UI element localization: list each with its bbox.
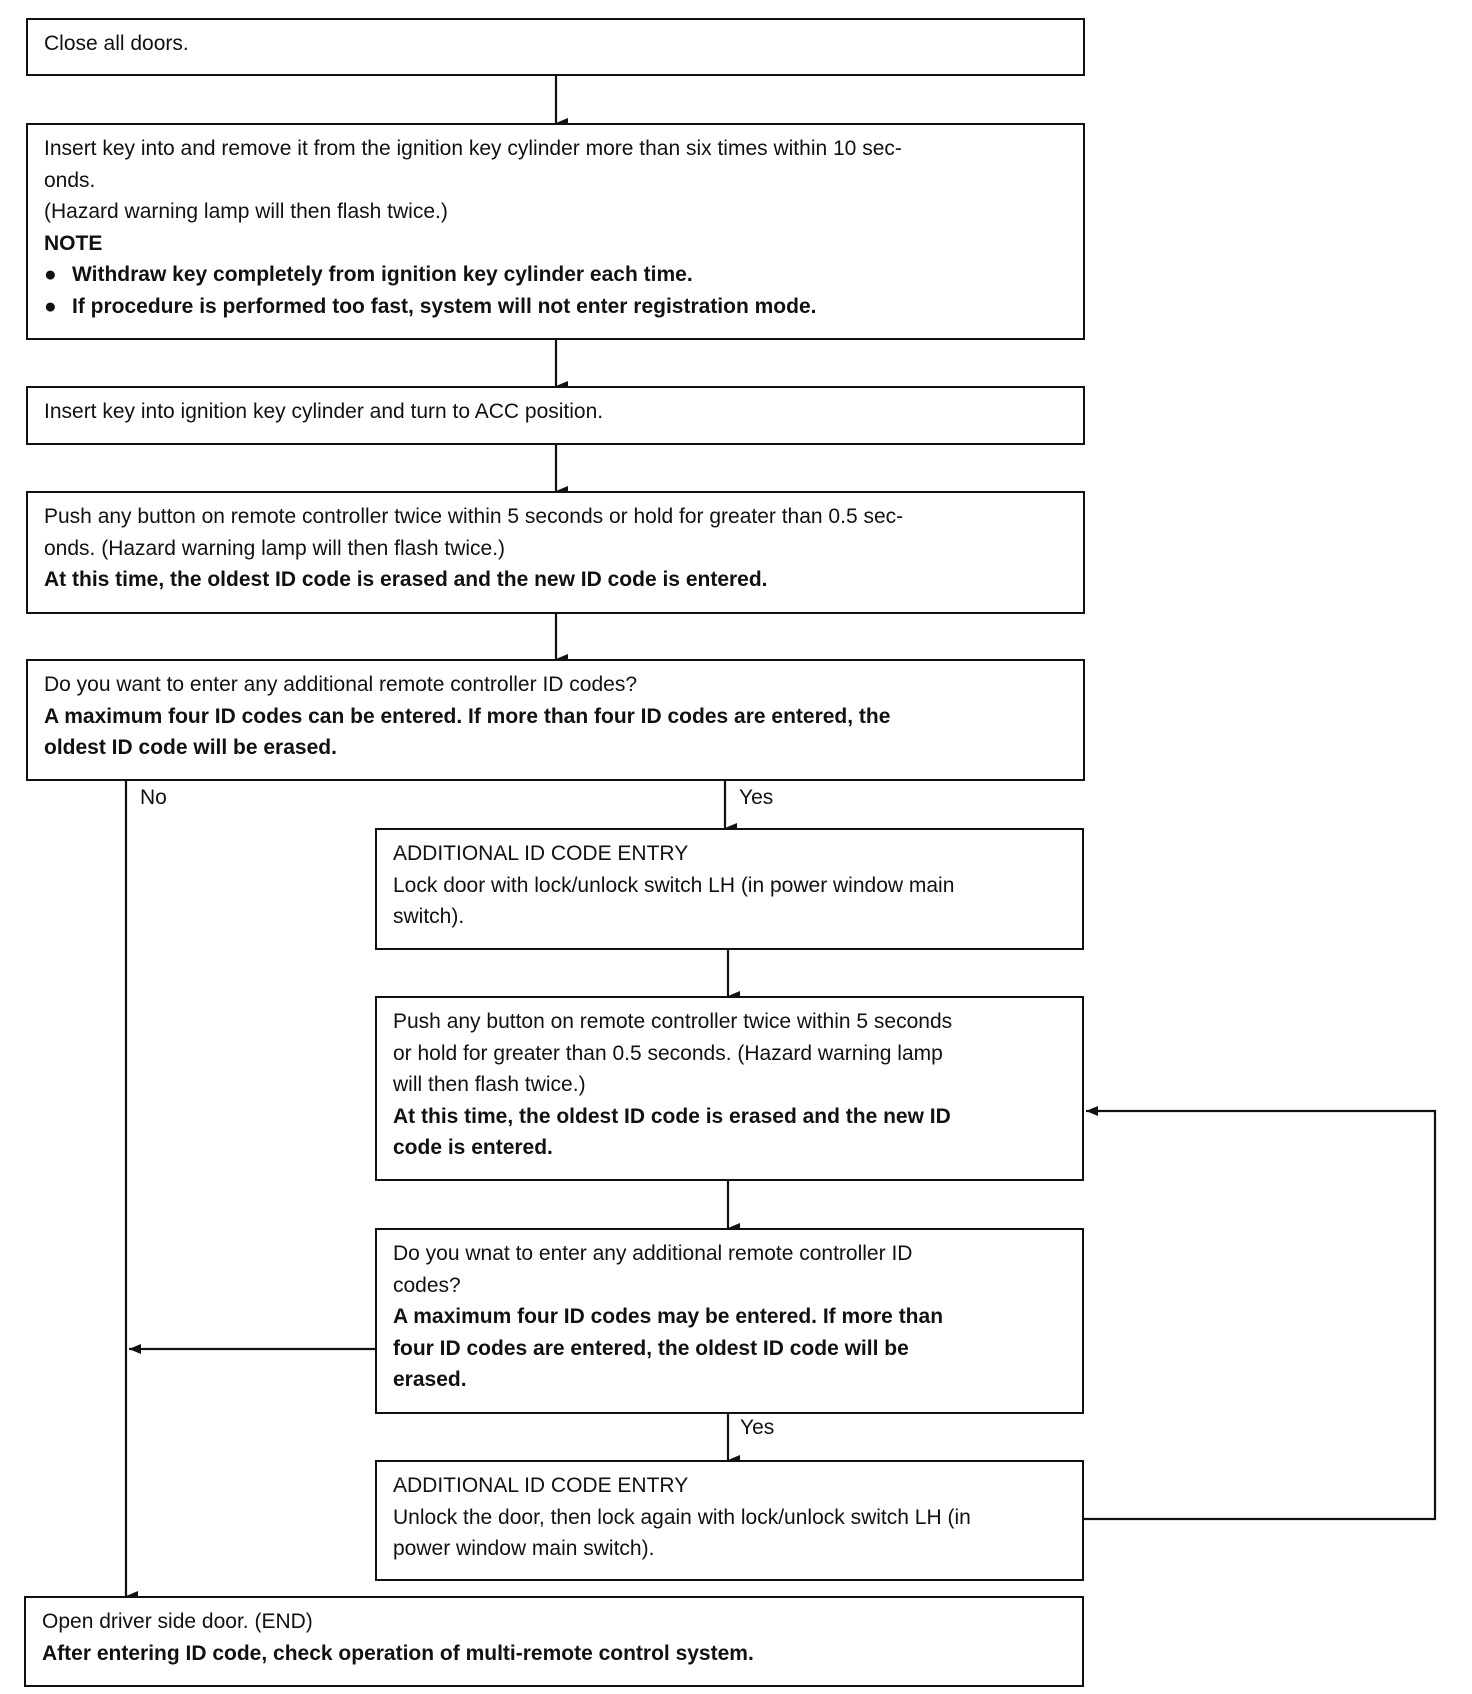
bullet-icon: ● — [44, 263, 57, 286]
step-push-button-first: Push any button on remote controller twi… — [26, 491, 1085, 614]
step-bold-text: At this time, the oldest ID code is eras… — [393, 1104, 951, 1128]
note-bullet-text: Withdraw key completely from ignition ke… — [72, 263, 693, 286]
step-bold-text: At this time, the oldest ID code is eras… — [44, 568, 768, 591]
decision-additional-codes-first: Do you want to enter any additional remo… — [26, 659, 1085, 781]
step-close-doors: Close all doors. — [26, 18, 1085, 76]
step-bold-text: erased. — [393, 1368, 467, 1391]
decision-additional-codes-second: Do you wnat to enter any additional remo… — [375, 1228, 1084, 1414]
step-bold-text: four ID codes are entered, the oldest ID… — [393, 1336, 909, 1360]
step-bold-text: oldest ID code will be erased. — [44, 736, 337, 759]
step-bold-text: A maximum four ID codes may be entered. … — [393, 1305, 944, 1328]
step-text: Close all doors. — [44, 32, 189, 55]
step-additional-entry-unlock: ADDITIONAL ID CODE ENTRY Unlock the door… — [375, 1460, 1084, 1581]
loop-back-line — [1084, 1109, 1437, 1521]
step-text: ADDITIONAL ID CODE ENTRY — [393, 1474, 689, 1497]
step-text: (Hazard warning lamp will then flash twi… — [44, 200, 448, 223]
step-turn-acc: Insert key into ignition key cylinder an… — [26, 386, 1085, 445]
step-text: Lock door with lock/unlock switch LH (in… — [393, 873, 955, 897]
step-text: switch). — [393, 905, 465, 928]
step-text: power window main switch). — [393, 1537, 655, 1560]
step-insert-remove-key: Insert key into and remove it from the i… — [26, 123, 1085, 340]
step-text: Push any button on remote controller twi… — [44, 505, 904, 528]
step-text: or hold for greater than 0.5 seconds. (H… — [393, 1041, 943, 1065]
step-text: Unlock the door, then lock again with lo… — [393, 1505, 971, 1529]
step-text: Do you want to enter any additional remo… — [44, 673, 637, 696]
step-text: ADDITIONAL ID CODE ENTRY — [393, 842, 689, 865]
branch-label-no: No — [140, 786, 167, 809]
step-open-driver-door: Open driver side door. (END) After enter… — [24, 1596, 1084, 1687]
note-bullet: ● Withdraw key completely from ignition k… — [44, 259, 1067, 291]
branch-label-yes: Yes — [739, 786, 774, 809]
note-heading: NOTE — [44, 231, 103, 255]
step-text: Do you wnat to enter any additional remo… — [393, 1242, 913, 1265]
step-bold-text: After entering ID code, check operation … — [42, 1641, 754, 1665]
note-bullet-text: If procedure is performed too fast, syst… — [72, 294, 817, 318]
step-text: Push any button on remote controller twi… — [393, 1010, 953, 1033]
step-text: will then flash twice.) — [393, 1073, 586, 1096]
step-bold-text: code is entered. — [393, 1136, 553, 1159]
step-text: onds. (Hazard warning lamp will then fla… — [44, 536, 506, 560]
bullet-icon: ● — [44, 294, 57, 318]
step-text: codes? — [393, 1273, 461, 1297]
step-push-button-second: Push any button on remote controller twi… — [375, 996, 1084, 1181]
step-text: Insert key into ignition key cylinder an… — [44, 400, 604, 423]
step-additional-entry-lock: ADDITIONAL ID CODE ENTRY Lock door with … — [375, 828, 1084, 950]
step-text: Insert key into and remove it from the i… — [44, 137, 902, 160]
branch-label-yes: Yes — [740, 1416, 775, 1439]
step-text: Open driver side door. (END) — [42, 1610, 313, 1633]
note-bullet: ● If procedure is performed too fast, sys… — [44, 291, 1067, 323]
step-bold-text: A maximum four ID codes can be entered. … — [44, 704, 891, 728]
step-text: onds. — [44, 168, 96, 192]
